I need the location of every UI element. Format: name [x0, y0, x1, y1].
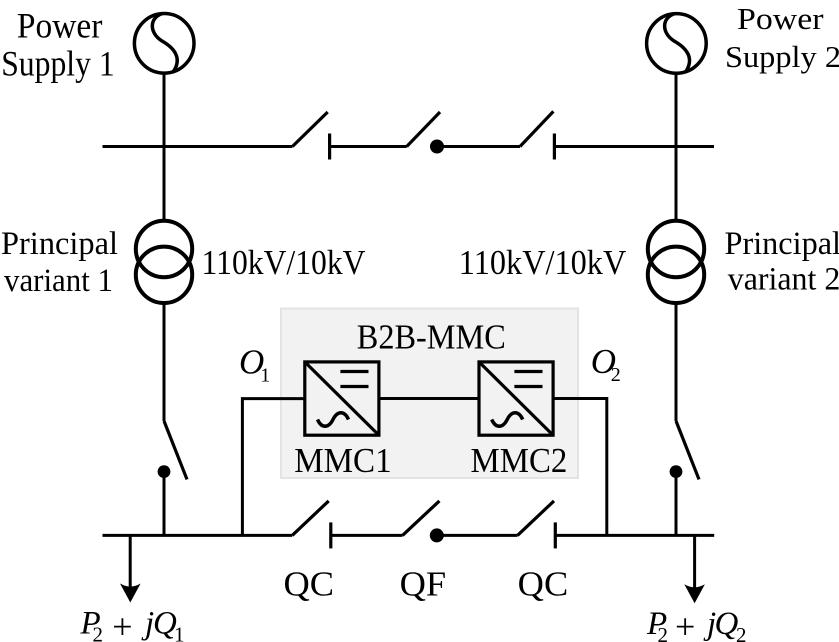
svg-text:1: 1 [260, 365, 270, 387]
svg-text:Principal: Principal [1, 226, 118, 262]
svg-text:Principal: Principal [725, 226, 839, 262]
svg-text:MMC2: MMC2 [471, 441, 568, 480]
svg-text:110kV/10kV: 110kV/10kV [202, 243, 366, 282]
svg-text:j: j [141, 606, 154, 642]
svg-text:O: O [591, 342, 616, 381]
svg-text:Supply 2: Supply 2 [725, 40, 839, 74]
svg-text:variant 2: variant 2 [728, 262, 839, 298]
svg-text:P: P [646, 606, 667, 642]
svg-text:MMC1: MMC1 [294, 441, 392, 480]
svg-text:2: 2 [93, 623, 104, 642]
svg-text:2: 2 [658, 623, 669, 642]
svg-text:variant 1: variant 1 [4, 263, 113, 299]
svg-text:+: + [112, 606, 132, 642]
svg-text:2: 2 [736, 623, 747, 642]
svg-text:P: P [80, 606, 101, 642]
svg-text:110kV/10kV: 110kV/10kV [459, 243, 627, 282]
svg-text:j: j [703, 606, 716, 642]
svg-text:1: 1 [174, 623, 185, 642]
svg-text:Supply 1: Supply 1 [1, 43, 115, 83]
svg-text:Power: Power [737, 2, 824, 36]
svg-text:QC: QC [284, 564, 335, 603]
svg-text:Power: Power [17, 6, 103, 46]
svg-text:Q: Q [153, 606, 177, 642]
svg-text:QC: QC [518, 564, 569, 603]
svg-text:+: + [675, 606, 695, 642]
svg-text:QF: QF [400, 564, 447, 603]
svg-text:2: 2 [611, 364, 621, 386]
svg-text:Q: Q [715, 606, 739, 642]
svg-text:O: O [239, 343, 264, 382]
svg-text:B2B-MMC: B2B-MMC [357, 317, 506, 356]
